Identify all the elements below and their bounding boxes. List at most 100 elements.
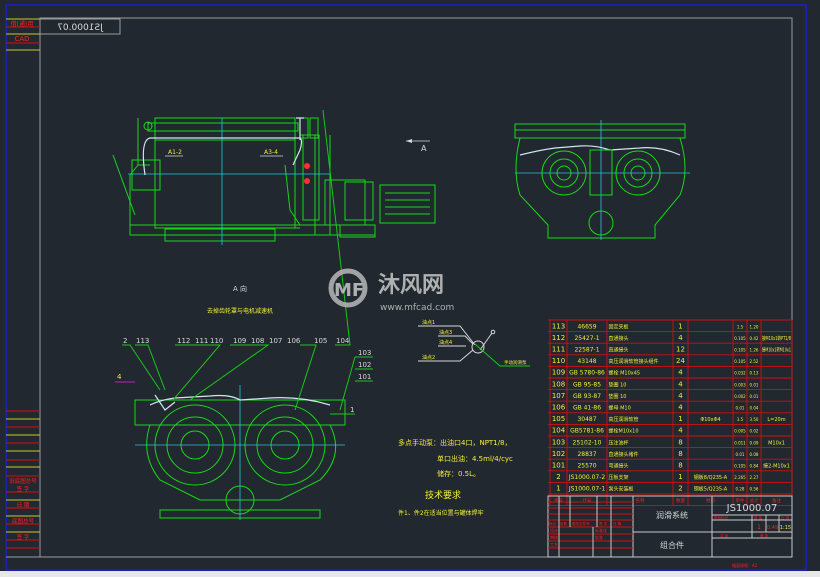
bom-cell: 2.52 [750, 359, 759, 364]
tb-label: 处数 [560, 521, 568, 526]
bom-cell: 46659 [577, 323, 596, 330]
note-line-3: 储存：0.5L。 [437, 469, 480, 478]
bom-cell: 0.105 [734, 336, 746, 341]
callout-a1-2: A1-2 [168, 149, 182, 156]
bom-cell: 25427-1 [574, 335, 599, 342]
a-direction-view[interactable]: A 向 去掉齿轮罩与电机减速机 [134, 284, 346, 520]
notes: 多点手动泵：出油口4口，NPT1/8， 单口出油：4.5ml/4/cyc 储存：… [398, 438, 513, 517]
bom-cell: 高压润滑软管 [609, 416, 639, 423]
bom-cell: 25570 [577, 463, 596, 470]
bom-cell: 0.011 [734, 440, 746, 445]
bom-cell: 43148 [577, 358, 596, 365]
bom-cell: 直通接头 [609, 335, 629, 342]
note-line-2: 单口出油：4.5ml/4/cyc [437, 454, 513, 463]
balloon-label: 2 [123, 337, 127, 345]
bom-cell: 0.84 [750, 464, 759, 469]
bom-cell: 110 [552, 357, 565, 365]
bom-cell: 1.5 [737, 324, 744, 329]
tb-label: 阶段标记 [714, 515, 728, 520]
bom-cell: 1 [678, 415, 682, 423]
balloon-label: 109 [233, 337, 246, 345]
bom-cell: 0.003 [734, 382, 746, 387]
bom-cell: 高压润滑软管接头组件 [609, 358, 659, 365]
outer-border [5, 4, 807, 571]
view-a-arrow-label: A [421, 144, 427, 153]
drawing-number: JS1000.07 [726, 503, 778, 514]
bom-cell: 2.265 [734, 475, 746, 480]
bom-cell: JS1000.07-2 [568, 474, 606, 481]
mirrored-drawing-number: JS1000.07 [57, 23, 104, 33]
bom-cell: 0.01 [736, 406, 745, 411]
bom-cell: 0.56 [750, 487, 759, 492]
bom-cell: JS1000.07-1 [568, 486, 606, 493]
tb-label: 批准 [595, 534, 603, 540]
strip-label: 旧底图总号 [9, 477, 37, 485]
bom-header-cell: 名称 [636, 497, 645, 504]
bom-cell: GB 95-85 [573, 381, 601, 388]
bom-cell: 4 [678, 380, 683, 388]
bom-cell: 直通接头堵件 [609, 451, 639, 458]
pump-point-3: 油点3 [439, 329, 452, 336]
balloon-label: 106 [287, 337, 301, 345]
bom-cell: 直通接头 [609, 347, 629, 354]
bom-cell: 接M10x1转PT1/8 [762, 335, 791, 342]
balloon-label: 103 [358, 349, 371, 357]
bom-cell: 112 [552, 334, 565, 342]
tb-label: 设计 [550, 527, 558, 533]
watermark-logo: MF 沐风网 www.mfcad.com [328, 268, 454, 313]
bom-cell: GB5781-86 [570, 428, 604, 435]
balloon-label: 108 [251, 337, 264, 345]
balloon-label: 111 [195, 337, 208, 345]
bom-cell: 3.50 [750, 417, 759, 422]
bom-cell: 4 [678, 369, 683, 377]
bom-cell: 1 [678, 322, 682, 330]
bom-header-cell: 数量 [676, 497, 685, 504]
pump-label: 手动润滑泵 [504, 359, 527, 366]
tb-label: 共 张 [720, 533, 729, 538]
tb-label: 审核 [550, 534, 558, 540]
bom-cell: 0.032 [734, 371, 746, 376]
strip-label: 底图总号 [12, 517, 35, 525]
tb-label: 标准化 [595, 527, 607, 533]
bom-cell: 0.02 [750, 429, 759, 434]
bom-cell: 0.105 [734, 464, 746, 469]
title-block: 设计 审核 工艺 标准化 批准 标记 处数 更改文件号 签 字 日 期 润滑系统… [547, 495, 793, 568]
tb-label: 重 量 [754, 515, 763, 520]
bom-cell: 8 [678, 450, 682, 458]
bom-cell: 0.01 [750, 382, 759, 387]
bom-cell: 3.5 [737, 417, 744, 422]
top-left-code-box: JS1000.07 [39, 18, 121, 35]
bom-cell: 103 [552, 438, 565, 446]
bom-cell: 螺栓 M10x45 [609, 370, 641, 377]
bom-cell: 0.105 [734, 359, 746, 364]
bom-cell: 28837 [577, 451, 596, 458]
bom-cell: 25102-10 [573, 439, 602, 446]
balloon-label: 102 [358, 361, 371, 369]
side-view[interactable] [514, 120, 690, 240]
bom-cell: 4 [678, 427, 683, 435]
front-view[interactable]: A1-2 A3-4 A [112, 117, 436, 245]
scale-value: 1:15 [780, 525, 791, 531]
bom-cell: 113 [552, 322, 565, 330]
watermark-mf-mark: MF [334, 280, 364, 301]
tb-label: 签 字 [599, 521, 608, 526]
bom-cell: 8 [678, 438, 682, 446]
bom-cell: 压注油杯 [609, 439, 629, 446]
bom-cell: 105 [552, 415, 565, 423]
callout-a3-4: A3-4 [264, 149, 278, 156]
bom-cell: 107 [552, 392, 565, 400]
quantity-value: 1 [757, 524, 761, 531]
left-strip: 旧底图总号 签 字 日 期 底图总号 签 字 [6, 410, 60, 558]
pump-point-1: 油点1 [422, 319, 435, 326]
bom-cell: 0.13 [750, 371, 759, 376]
tb-label: 标记 [549, 521, 557, 526]
strip-label: 签 字 [17, 485, 30, 493]
